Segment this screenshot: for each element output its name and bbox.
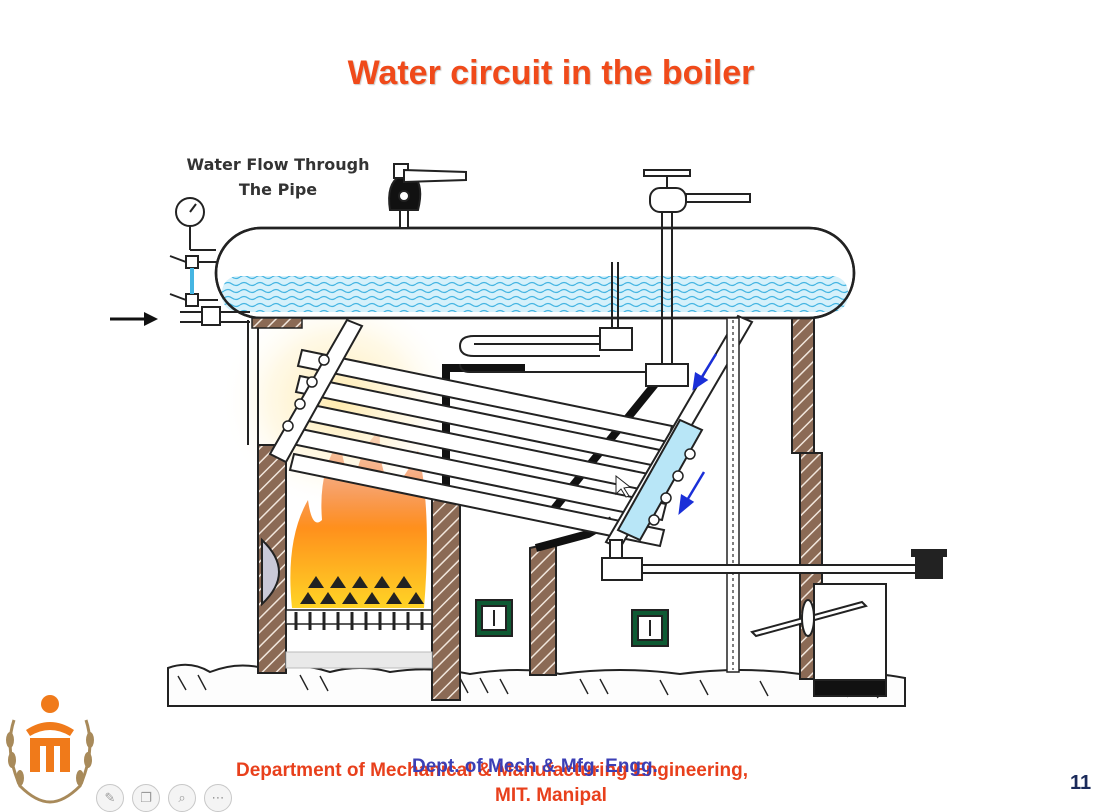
- right-pipe: [727, 318, 739, 672]
- page-number: 11: [1070, 772, 1091, 795]
- slideshow-toolbar: ✎ ❐ ⌕ ⋯: [96, 784, 232, 812]
- safety-valve: [389, 164, 466, 228]
- footer-overlay-text: Dept. of Mech & Mfg. Engg.: [412, 756, 658, 778]
- pressure-gauge: [176, 198, 216, 250]
- pen-icon[interactable]: ✎: [96, 784, 124, 812]
- zoom-icon[interactable]: ⌕: [168, 784, 196, 812]
- caption-text: Water Flow Through The Pipe: [186, 155, 369, 199]
- more-icon[interactable]: ⋯: [204, 784, 232, 812]
- drum-support: [252, 318, 302, 328]
- inspection-door-icon: [476, 600, 668, 646]
- grate: [286, 610, 432, 668]
- water-level-gauge: [170, 256, 218, 306]
- mud-drum: [602, 540, 946, 580]
- feed-water-arrow-icon: [110, 312, 158, 326]
- copy-icon[interactable]: ❐: [132, 784, 160, 812]
- water-flow-caption: Water Flow Through The Pipe: [170, 152, 386, 202]
- steam-drum: [216, 228, 854, 318]
